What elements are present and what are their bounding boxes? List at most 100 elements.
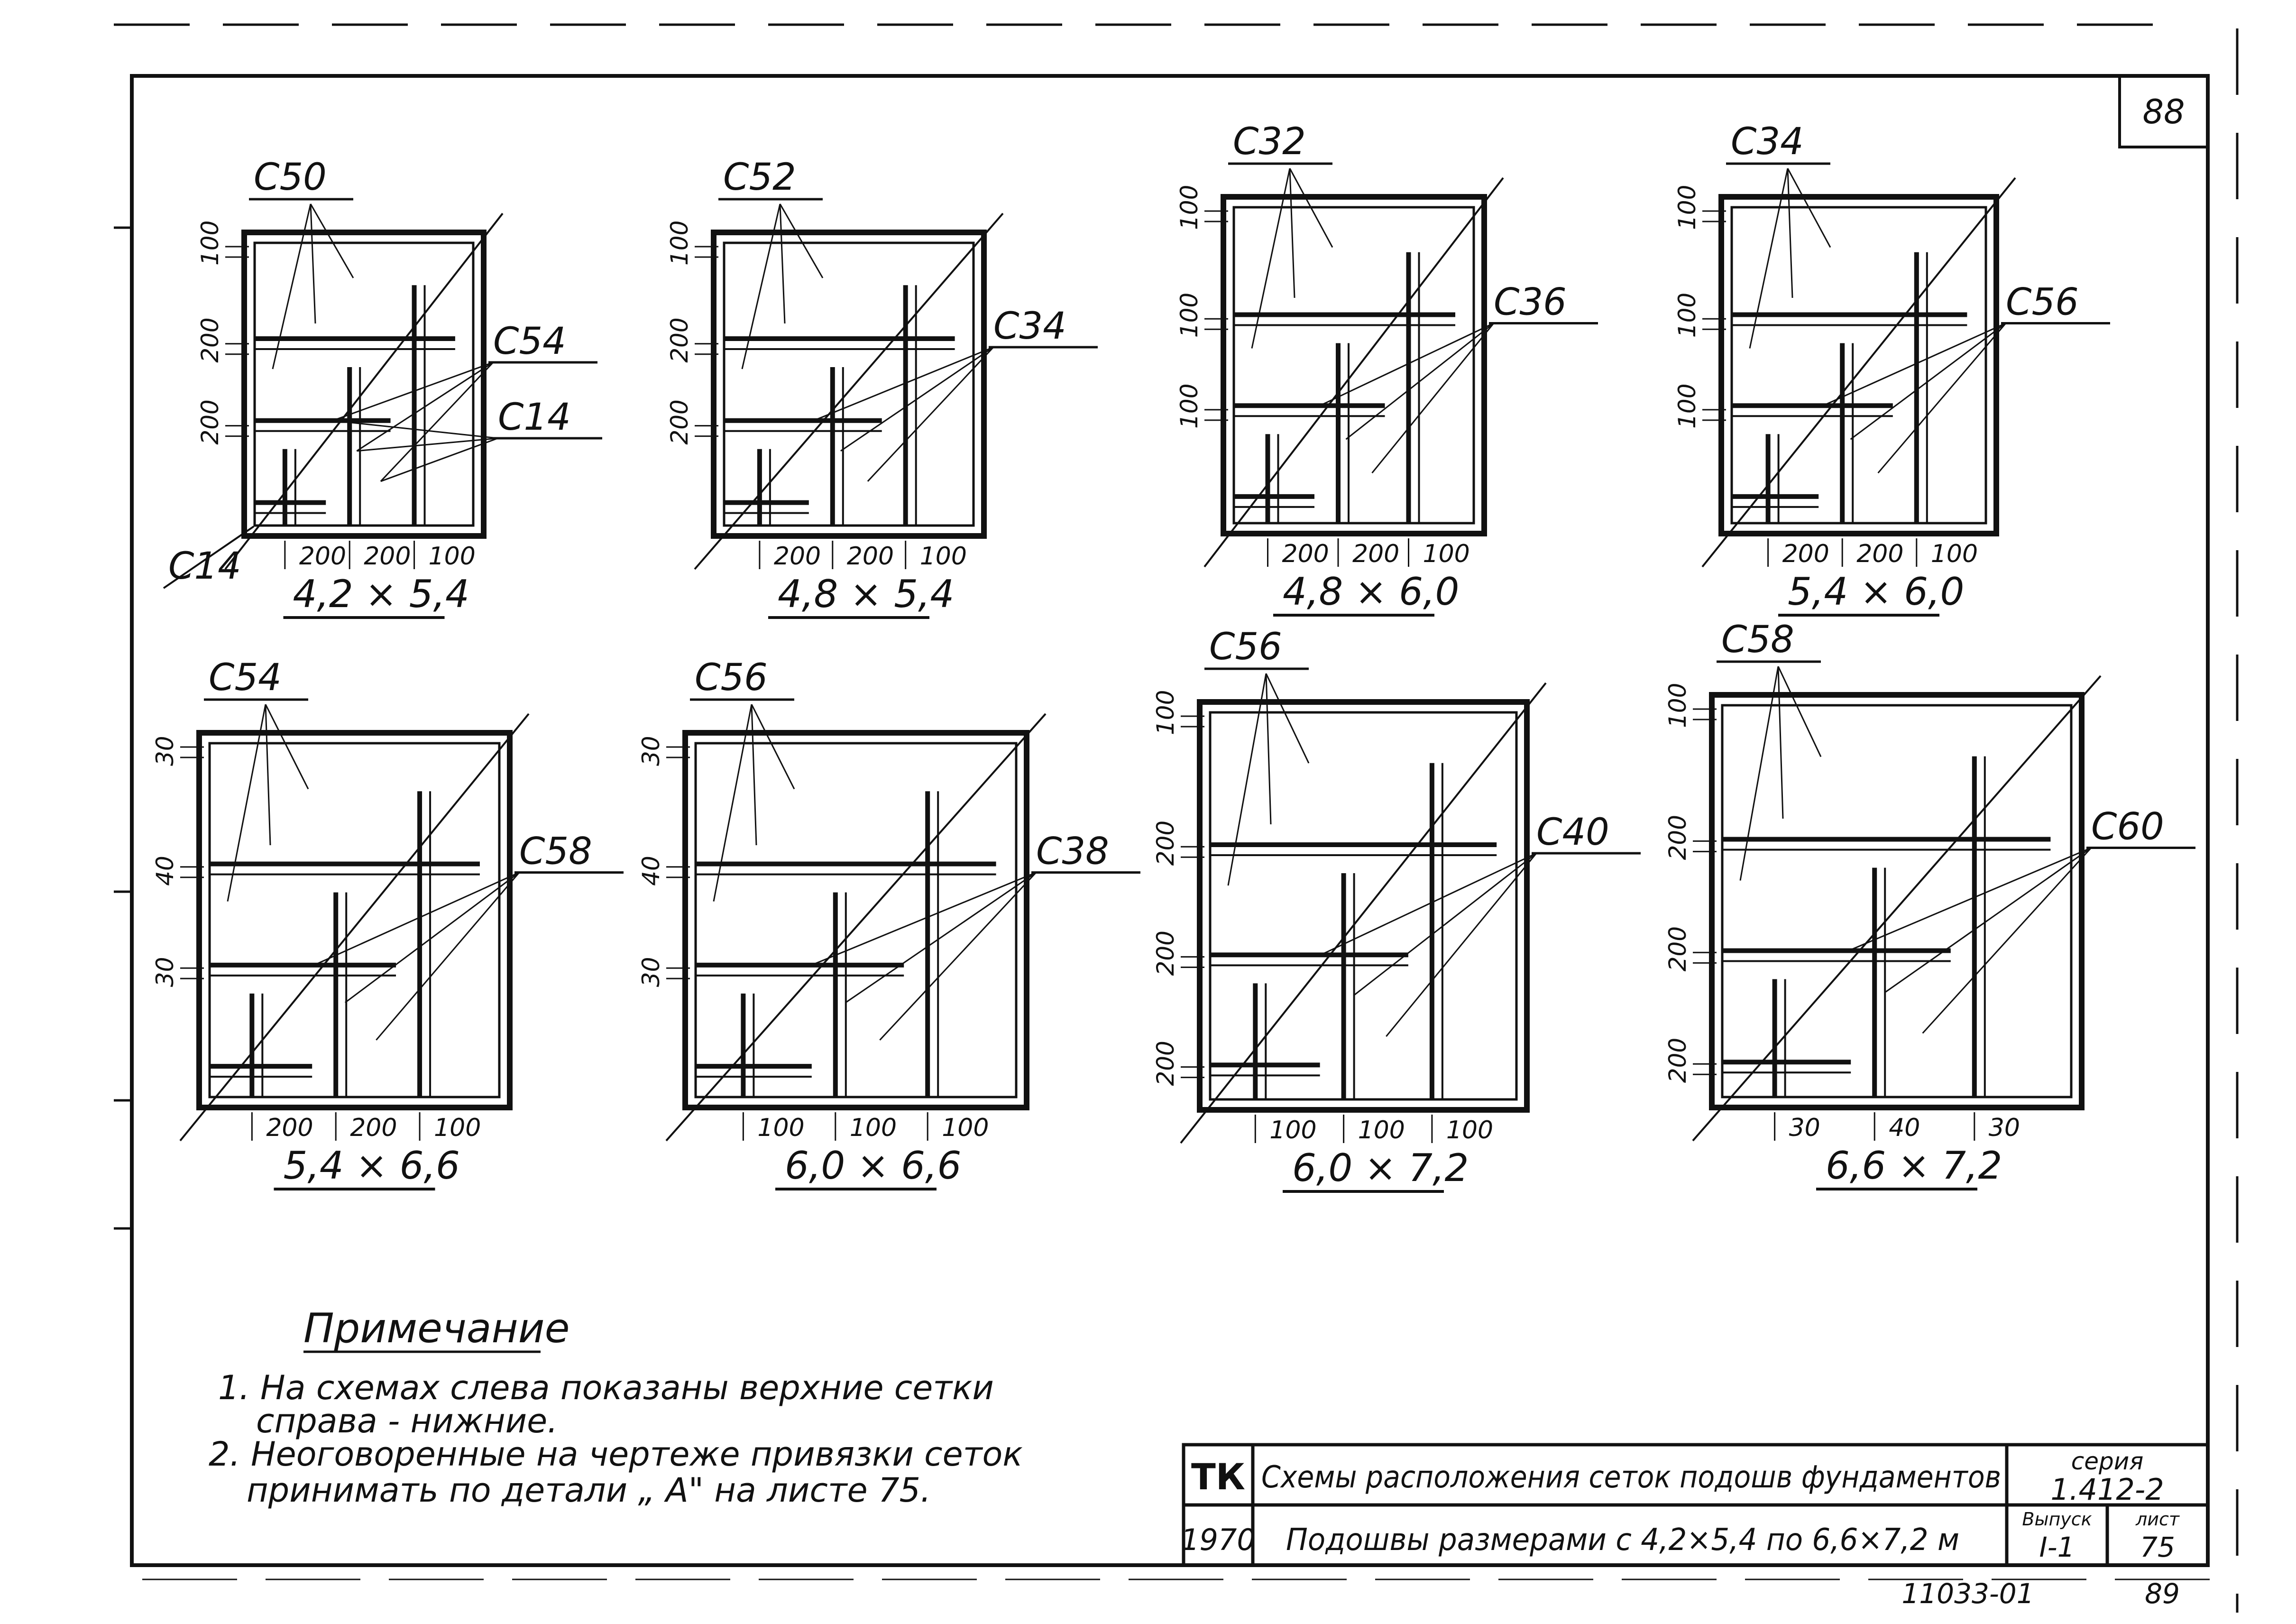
leader-line	[163, 526, 255, 589]
leader-line	[751, 704, 757, 846]
footing-inner-outline	[1232, 206, 1475, 525]
footing-inner-outline	[694, 742, 1018, 1098]
leader-line	[1265, 673, 1272, 825]
bottom-dimension: 200	[299, 542, 346, 571]
footing-size-caption: 5,4 × 6,6	[284, 1144, 460, 1188]
bottom-dimension: 200	[1282, 540, 1329, 568]
leader-line	[1386, 853, 1537, 1037]
left-dimension: 100	[1664, 683, 1691, 728]
leader-line	[879, 872, 1037, 1041]
leader-line	[380, 437, 498, 482]
bottom-dimension: 100	[1446, 1116, 1493, 1144]
leader-line	[313, 872, 520, 966]
left-dimension: 200	[196, 399, 224, 444]
bottom-dimension: 100	[1931, 540, 1978, 568]
series-value: 1.412-2	[2050, 1472, 2164, 1507]
bottom-dimension: 200	[847, 542, 894, 571]
series-label: серия	[2071, 1448, 2144, 1475]
top-mesh-label: С32	[1233, 120, 1306, 163]
leader-line	[1289, 168, 1333, 248]
leader-line	[840, 346, 994, 452]
leader-line	[1319, 323, 1494, 406]
issue-value: I-1	[2039, 1531, 2075, 1563]
sheet-frame	[130, 74, 2210, 1567]
footing-size-caption: 6,0 × 6,6	[785, 1144, 961, 1188]
note-line-2: справа - нижние.	[256, 1402, 558, 1440]
leader-line	[751, 704, 795, 790]
left-dimension: 200	[1152, 931, 1179, 976]
sheet-value: 75	[2140, 1531, 2175, 1563]
sheet-number-box	[2118, 74, 2209, 148]
title-line1: Схемы расположения сеток подошв фундамен…	[1261, 1460, 2001, 1495]
leader-line	[344, 872, 520, 1004]
left-dimension: 200	[666, 399, 693, 444]
bottom-dimension: 100	[1423, 540, 1470, 568]
left-dimension: 30	[151, 957, 179, 987]
leader-line	[227, 704, 266, 902]
left-dimension: 30	[637, 957, 665, 987]
sheet-number-bottom: 89	[2145, 1578, 2180, 1610]
bottom-dimension: 200	[266, 1114, 313, 1142]
bottom-mesh-label: С58	[519, 830, 592, 873]
bottom-dimension: 100	[942, 1114, 989, 1142]
leader-line	[1371, 323, 1495, 474]
footing-outline	[196, 730, 513, 1110]
leader-line	[1739, 666, 1779, 881]
split-diagonal	[665, 713, 1047, 1142]
footing-inner-outline	[208, 742, 501, 1098]
top-mesh-label: С58	[1721, 618, 1794, 661]
split-diagonal	[1692, 675, 2102, 1142]
bottom-mesh-label: С60	[2091, 806, 2164, 849]
bottom-mesh-label: С36	[1494, 281, 1567, 324]
left-binding-ticks	[114, 226, 132, 1230]
leader-line	[713, 704, 753, 902]
bottom-dimension: 40	[1889, 1114, 1920, 1142]
footing-size-caption: 6,0 × 7,2	[1292, 1146, 1469, 1190]
corner-mesh-label: С14	[168, 545, 241, 588]
bottom-dimension: 200	[1782, 540, 1829, 568]
bottom-dimension: 100	[850, 1114, 897, 1142]
leader-line	[813, 346, 994, 422]
top-mesh-label: С52	[723, 156, 796, 199]
leader-line	[1320, 852, 1537, 956]
split-diagonal	[179, 713, 530, 1142]
leader-line	[741, 203, 781, 369]
bottom-dimension: 100	[920, 542, 967, 571]
issue-label: Выпуск	[2022, 1509, 2092, 1530]
left-dimension: 200	[1664, 926, 1691, 971]
leader-line	[1777, 666, 1822, 757]
bottom-mesh-label: С38	[1036, 830, 1109, 873]
footing-outline	[1221, 194, 1487, 536]
notes-heading: Примечание	[303, 1305, 569, 1352]
leader-line	[1251, 168, 1291, 349]
sheet-label: лист	[2135, 1509, 2180, 1530]
bottom-dimension: 100	[1269, 1116, 1316, 1144]
leader-line	[310, 203, 316, 324]
leader-line	[357, 437, 498, 452]
title-line2: Подошвы размерами с 4,2×5,4 по 6,6×7,2 м	[1286, 1522, 1959, 1558]
top-mesh-label: С56	[695, 656, 768, 699]
leader-line	[1265, 673, 1310, 764]
leader-line	[1777, 666, 1784, 819]
bottom-dimension: 30	[1989, 1114, 2020, 1142]
top-mesh-label: С34	[1731, 120, 1804, 163]
bottom-mesh-label: С56	[2006, 281, 2079, 324]
leader-line	[332, 361, 494, 422]
footing-size-caption: 4,2 × 5,4	[293, 572, 469, 616]
footing-size-caption: 5,4 × 6,0	[1788, 570, 1964, 614]
bottom-mesh-label: С54	[493, 320, 566, 363]
sheet-number-top: 88	[2142, 92, 2185, 131]
title-year: 1970	[1181, 1522, 1256, 1557]
leader-line	[1885, 847, 2092, 993]
footing-outline	[682, 730, 1029, 1110]
leader-line	[1227, 673, 1267, 886]
